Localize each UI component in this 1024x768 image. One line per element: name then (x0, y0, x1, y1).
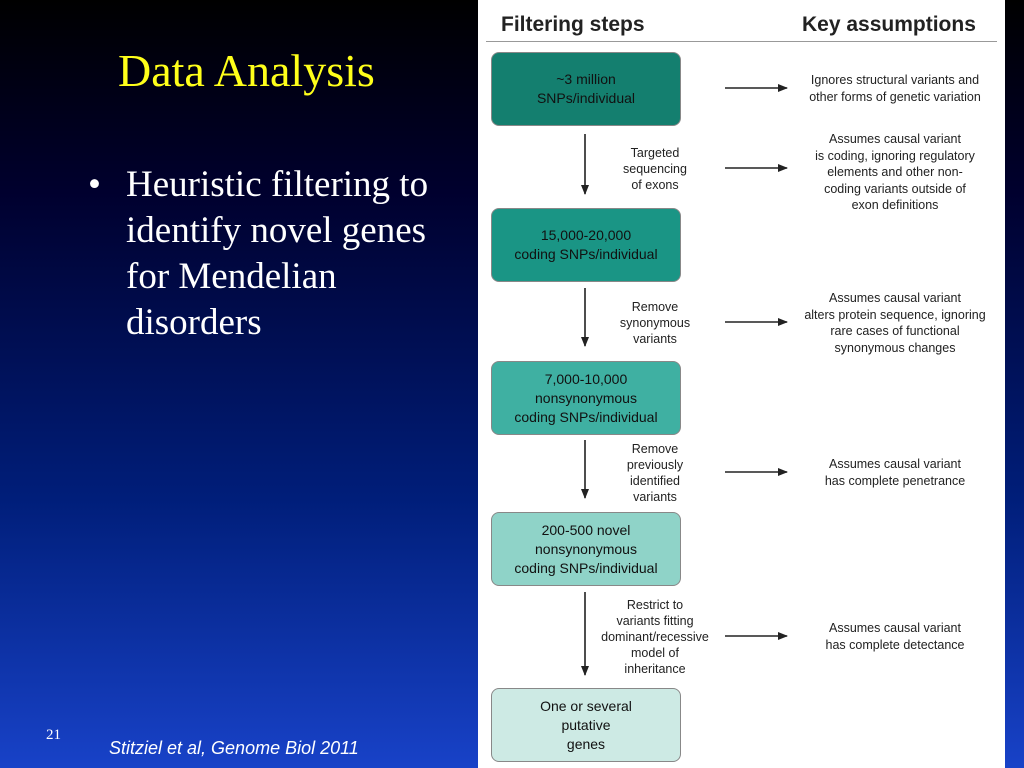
header-divider (486, 41, 997, 42)
step-label-3: Remove previously identified variants (626, 442, 684, 504)
assumption-5: Assumes causal variant has complete dete… (825, 621, 965, 652)
step-box-5: One or several putative genes (491, 688, 681, 762)
step-box-text: 7,000-10,000 nonsynonymous coding SNPs/i… (514, 370, 658, 425)
filtering-figure: Filtering steps Key assumptions ~3 milli… (478, 0, 1005, 768)
citation: Stitziel et al, Genome Biol 2011 (109, 738, 359, 758)
step-label-2: Remove synonymous variants (619, 300, 691, 346)
assumption-4: Assumes causal variant has complete pene… (824, 457, 966, 488)
assumption-1: Ignores structural variants and other fo… (809, 73, 981, 104)
header-filtering-steps: Filtering steps (501, 13, 645, 36)
bullet-text: Heuristic filtering to identify novel ge… (126, 164, 429, 343)
bullet-marker: • (88, 164, 101, 205)
step-box-4: 200-500 novel nonsynonymous coding SNPs/… (491, 512, 681, 586)
flow-arrows (581, 84, 788, 676)
step-box-text: One or several putative genes (540, 697, 632, 752)
step-label-1: Targeted sequencing of exons (623, 146, 687, 192)
step-box-text: 15,000-20,000 coding SNPs/individual (514, 227, 658, 262)
assumption-3: Assumes causal variant alters protein se… (804, 291, 986, 355)
step-box-text: ~3 million SNPs/individual (536, 71, 636, 106)
step-box-2: 15,000-20,000 coding SNPs/individual (491, 208, 681, 282)
step-label-4: Restrict to variants fitting dominant/re… (601, 598, 709, 676)
step-box-1: ~3 million SNPs/individual (491, 52, 681, 126)
step-box-3: 7,000-10,000 nonsynonymous coding SNPs/i… (491, 361, 681, 435)
assumption-2: Assumes causal variant is coding, ignori… (815, 132, 975, 212)
page-number: 21 (46, 727, 61, 743)
slide-title: Data Analysis (118, 45, 375, 96)
header-key-assumptions: Key assumptions (802, 13, 976, 36)
step-box-text: 200-500 novel nonsynonymous coding SNPs/… (514, 521, 658, 576)
